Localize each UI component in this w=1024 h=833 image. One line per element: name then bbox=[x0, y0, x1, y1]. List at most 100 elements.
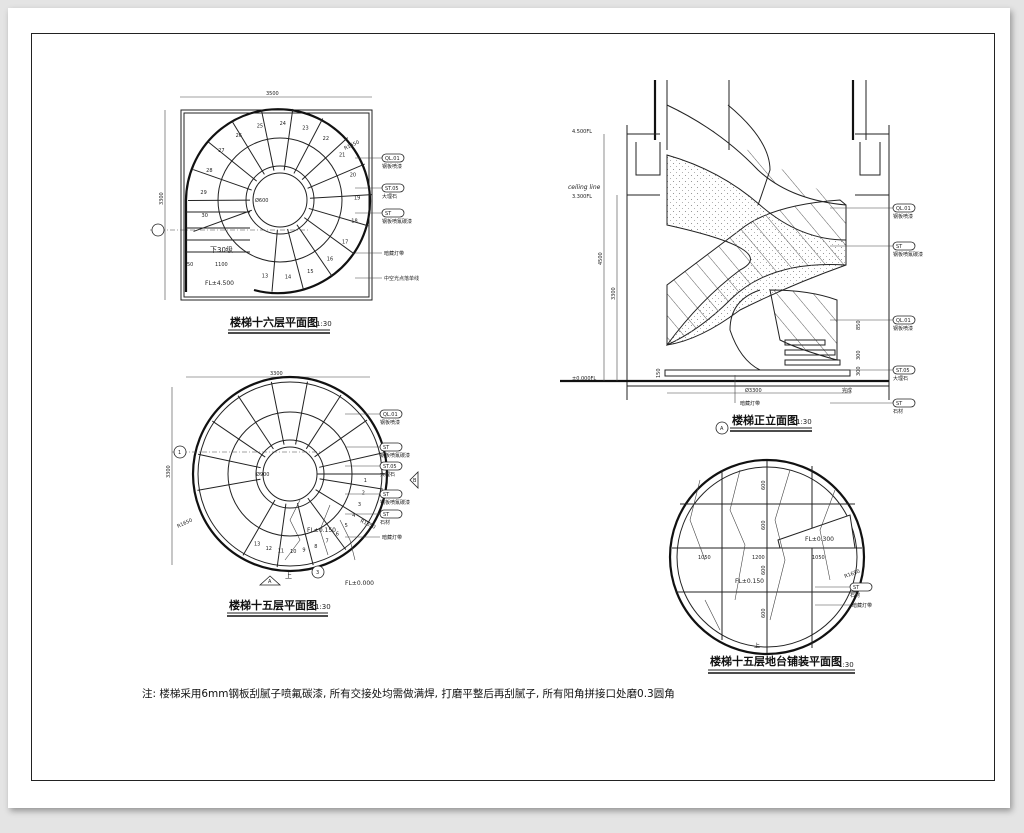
step-line bbox=[276, 503, 287, 568]
dim-top: 3300 bbox=[270, 371, 283, 377]
floor-paving-plan: 1050 1200 1050 600 600 600 600 FL±0.300 … bbox=[668, 458, 873, 674]
dim-base: 150 bbox=[656, 368, 662, 378]
upper-step bbox=[777, 514, 856, 549]
material-tag bbox=[892, 365, 916, 375]
dim-left: 1050 bbox=[698, 555, 711, 561]
material-tag bbox=[379, 461, 403, 471]
material-code: ST.05 bbox=[896, 368, 910, 374]
material-code: ST.05 bbox=[383, 464, 397, 470]
material-code: ST bbox=[896, 244, 903, 250]
step-line bbox=[197, 478, 261, 491]
material-code: QL.01 bbox=[385, 156, 400, 162]
dim-rail: 850 bbox=[856, 320, 862, 330]
step-line bbox=[301, 137, 348, 181]
step-line bbox=[309, 194, 372, 199]
dim-mid: 1200 bbox=[752, 555, 765, 561]
step-number: 28 bbox=[206, 168, 212, 174]
radius-label: R1650 bbox=[176, 518, 193, 530]
material-code: QL.01 bbox=[896, 206, 911, 212]
dim-step: 300 bbox=[856, 350, 862, 360]
material-desc: 钢板喷漆 bbox=[893, 325, 913, 332]
step-number: 10 bbox=[290, 549, 296, 555]
level-label: FL±0.150 bbox=[307, 527, 336, 534]
radius-label: R1650 bbox=[343, 140, 360, 152]
material-code: QL.01 bbox=[896, 318, 911, 324]
dim-right: 完成 bbox=[842, 387, 852, 394]
material-code: ST bbox=[383, 445, 390, 451]
level-bottom: ±0.000FL bbox=[572, 376, 596, 382]
dim-left: 3300 bbox=[166, 465, 172, 478]
step-line bbox=[287, 228, 304, 290]
step-number: 17 bbox=[342, 239, 348, 245]
step-line bbox=[296, 502, 314, 566]
step-number: 27 bbox=[218, 148, 224, 154]
material-desc: 中空光点落单线 bbox=[384, 275, 419, 282]
dim-right: 1050 bbox=[812, 555, 825, 561]
step-number: 5 bbox=[345, 523, 348, 529]
ceiling-line-label: ceiling line bbox=[568, 184, 601, 191]
step-line bbox=[231, 121, 265, 175]
material-code: ST.05 bbox=[385, 186, 399, 192]
step-line bbox=[308, 207, 369, 227]
dim-vertical: 600 bbox=[761, 565, 767, 575]
material-code: ST bbox=[383, 512, 390, 518]
level-label: FL±4.500 bbox=[205, 280, 234, 287]
step-line bbox=[270, 381, 285, 445]
level-label: FL±0.000 bbox=[345, 580, 374, 587]
material-tag bbox=[381, 208, 405, 218]
stringer-perforated bbox=[665, 154, 847, 346]
material-code: ST bbox=[385, 211, 392, 217]
step-number: 2 bbox=[362, 490, 365, 496]
elevation-mark bbox=[715, 421, 729, 435]
step-line bbox=[319, 478, 383, 490]
dim-top: 3500 bbox=[266, 91, 279, 97]
section-mark bbox=[151, 223, 165, 237]
radius-label: R1650 bbox=[359, 518, 376, 530]
step-line bbox=[314, 419, 368, 458]
step-number: 25 bbox=[257, 124, 263, 130]
up-label: 上 bbox=[754, 642, 760, 650]
step-number: 13 bbox=[254, 542, 260, 548]
step-line bbox=[260, 109, 275, 171]
radius-label: R1650 bbox=[844, 569, 861, 580]
step-line bbox=[208, 141, 258, 182]
step-line bbox=[307, 163, 365, 189]
step-number: 26 bbox=[236, 133, 242, 139]
step-number: 9 bbox=[302, 547, 305, 553]
plan-15th-floor: 3300 3300 1 A 3 B Ø900 FL±0.150 FL±0.000… bbox=[166, 371, 419, 617]
material-desc: 钢板喷氟碳漆 bbox=[380, 499, 410, 506]
dim-small: 50 bbox=[187, 262, 193, 268]
level-top: 4.500FL bbox=[572, 129, 592, 135]
step-line bbox=[193, 169, 252, 191]
step-lines bbox=[197, 381, 383, 568]
section-mark-3 bbox=[311, 565, 325, 579]
step-number: 11 bbox=[278, 548, 284, 554]
step-line bbox=[212, 420, 266, 458]
step-line bbox=[305, 394, 342, 450]
callouts: QL.01钢板喷漆ST钢板喷氟碳漆ST.05大理石ST钢板喷氟碳漆ST石材暗藏灯… bbox=[345, 409, 410, 541]
material-desc: 钢板喷氟碳漆 bbox=[893, 251, 923, 258]
plan-16th-floor: 3500 3300 Ø600 下30级 1100 50 R1650 FL±4.5… bbox=[150, 91, 419, 334]
step-line bbox=[319, 452, 382, 468]
step-number: 3 bbox=[358, 502, 361, 508]
step-line bbox=[296, 224, 333, 277]
dim-bottom: 1100 bbox=[215, 262, 228, 268]
step-number: 20 bbox=[350, 173, 356, 179]
step-number: 30 bbox=[202, 213, 208, 219]
outer-rail bbox=[184, 108, 372, 295]
plan-16-title: 楼梯十六层平面图 bbox=[230, 315, 318, 329]
material-tag bbox=[892, 398, 916, 408]
section-mark-label: A bbox=[268, 579, 272, 585]
floor-plan-scale: 1:30 bbox=[838, 661, 854, 669]
material-tag bbox=[379, 442, 403, 452]
step-number: 24 bbox=[280, 121, 286, 127]
center-diameter: Ø600 bbox=[255, 197, 268, 204]
step-number: 29 bbox=[200, 190, 206, 196]
step-number: 14 bbox=[285, 275, 291, 281]
material-desc: 大理石 bbox=[382, 193, 397, 200]
material-desc: 钢板喷漆 bbox=[380, 419, 400, 426]
up-label: 上 bbox=[285, 571, 292, 580]
elevation-scale: 1:30 bbox=[796, 418, 812, 426]
